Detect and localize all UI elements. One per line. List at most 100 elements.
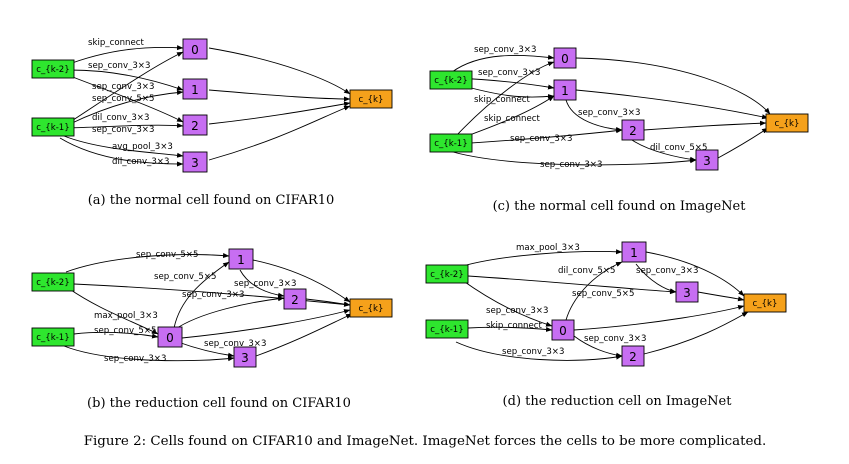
svg-text:c_{k}: c_{k}	[359, 304, 384, 314]
edge-label: sep_conv_3×3	[578, 108, 640, 118]
intermediate-node: 2	[621, 119, 645, 141]
edge-label: skip_connect	[88, 38, 144, 48]
edge-label: dil_conv_5×5	[558, 266, 615, 276]
edge	[67, 287, 159, 335]
panel-a: skip_connect sep_conv_3×3 sep_conv_3×3 s…	[31, 38, 393, 208]
svg-text:2: 2	[291, 293, 299, 307]
panel-c: sep_conv_3×3 sep_conv_3×3 skip_connect s…	[429, 45, 809, 214]
edge-label: sep_conv_5×5	[92, 94, 154, 104]
edge	[467, 326, 553, 332]
svg-text:c_{k-2}: c_{k-2}	[430, 270, 464, 280]
intermediate-node: 2	[621, 345, 645, 367]
svg-text:3: 3	[683, 286, 691, 300]
svg-text:3: 3	[241, 351, 249, 365]
input-node: c_{k-2}	[31, 272, 75, 292]
edge	[208, 89, 351, 102]
edge	[173, 296, 285, 331]
input-node: c_{k-1}	[31, 327, 75, 347]
edge	[643, 120, 767, 131]
edge	[69, 122, 184, 129]
edge-label: sep_conv_3×3	[88, 61, 150, 71]
edge	[445, 149, 697, 166]
edge-label: sep_conv_3×3	[182, 290, 244, 300]
svg-text:3: 3	[191, 156, 199, 170]
intermediate-node: 1	[182, 78, 208, 100]
edge	[643, 311, 749, 355]
intermediate-node: 0	[182, 38, 208, 60]
output-node: c_{k}	[349, 298, 393, 318]
edge-label: sep_conv_5×5	[154, 272, 216, 282]
edge	[565, 261, 623, 321]
svg-text:c_{k-1}: c_{k-1}	[36, 333, 70, 343]
intermediate-node: 1	[621, 241, 647, 263]
edge	[451, 54, 555, 73]
svg-text:c_{k}: c_{k}	[775, 119, 800, 129]
edge	[173, 261, 230, 329]
input-node: c_{k-2}	[429, 70, 473, 90]
edge	[575, 57, 771, 115]
edge-label: avg_pool_3×3	[112, 142, 173, 152]
edge	[565, 99, 623, 132]
svg-text:c_{k-1}: c_{k-1}	[430, 325, 464, 335]
edge	[63, 45, 184, 67]
intermediate-node: 3	[182, 151, 208, 173]
edge	[645, 251, 745, 297]
svg-text:0: 0	[166, 331, 174, 345]
intermediate-node: 2	[283, 288, 307, 310]
edge-label: skip_connect	[474, 95, 530, 105]
edge	[59, 137, 184, 167]
svg-text:0: 0	[191, 43, 199, 57]
figure-caption: Figure 2: Cells found on CIFAR10 and Ima…	[84, 434, 767, 449]
svg-text:2: 2	[191, 119, 199, 133]
edge	[208, 105, 351, 161]
edge	[573, 335, 623, 358]
intermediate-node: 2	[182, 114, 208, 136]
svg-text:3: 3	[703, 154, 711, 168]
edge-label: sep_conv_3×3	[92, 82, 154, 92]
edge-label: sep_conv_3×3	[584, 334, 646, 344]
panel-d: max_pool_3×3 dil_conv_5×5 sep_conv_3×3 s…	[425, 241, 787, 409]
svg-text:1: 1	[630, 246, 638, 260]
intermediate-node: 3	[695, 149, 719, 171]
intermediate-node: 0	[553, 47, 577, 69]
svg-text:c_{k-2}: c_{k-2}	[36, 65, 70, 75]
output-node: c_{k}	[743, 293, 787, 313]
edge	[208, 101, 351, 125]
svg-text:c_{k-2}: c_{k-2}	[434, 76, 468, 86]
edge	[177, 341, 235, 358]
edge	[65, 253, 230, 273]
edge	[455, 128, 623, 145]
panel-b: sep_conv_5×5 sep_conv_5×5 sep_conv_3×3 s…	[31, 248, 393, 411]
edge-label: skip_connect	[484, 114, 540, 124]
panel-caption: (a) the normal cell found on CIFAR10	[88, 193, 335, 208]
intermediate-node: 1	[553, 79, 577, 101]
input-node: c_{k-1}	[425, 319, 469, 339]
edge-label: max_pool_3×3	[94, 311, 158, 321]
edge	[255, 313, 353, 357]
intermediate-node: 3	[233, 346, 257, 368]
edge-label: sep_conv_3×3	[204, 339, 266, 349]
intermediate-node: 0	[551, 319, 575, 341]
panel-caption: (c) the normal cell found on ImageNet	[493, 199, 747, 214]
edge	[63, 345, 235, 362]
edge	[69, 69, 184, 91]
svg-text:c_{k-1}: c_{k-1}	[434, 139, 468, 149]
input-node: c_{k-2}	[31, 59, 75, 79]
svg-text:1: 1	[561, 84, 569, 98]
edge	[455, 61, 555, 137]
edge	[239, 269, 285, 298]
edge-label: sep_conv_5×5	[94, 326, 156, 336]
edge	[63, 135, 184, 158]
edge-label: sep_conv_3×3	[510, 134, 572, 144]
edge	[73, 283, 351, 307]
edge-label: sep_conv_3×3	[478, 68, 540, 78]
intermediate-node: 3	[675, 281, 699, 303]
edge-label: sep_conv_5×5	[136, 250, 198, 260]
edge	[455, 249, 623, 269]
edge-label: sep_conv_3×3	[636, 266, 698, 276]
svg-text:c_{k}: c_{k}	[359, 95, 384, 105]
svg-text:c_{k-1}: c_{k-1}	[36, 123, 70, 133]
edge	[252, 259, 351, 303]
edge-label: max_pool_3×3	[516, 243, 580, 253]
